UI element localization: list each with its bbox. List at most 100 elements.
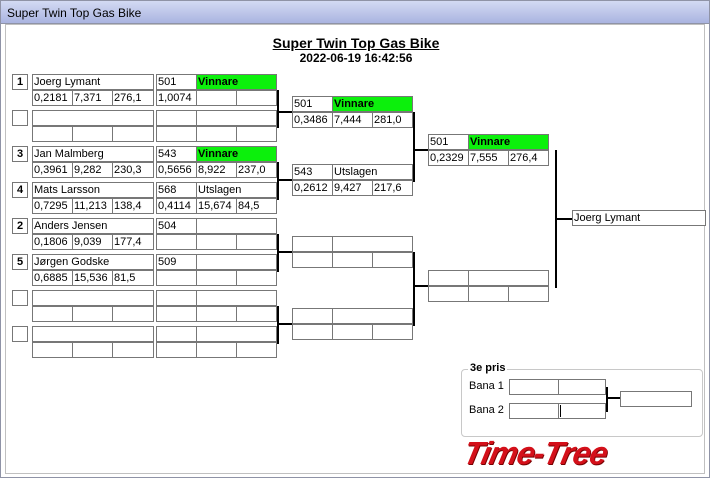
round2-number-field[interactable] [292,308,333,324]
round3-status-field[interactable] [468,270,549,286]
rider-stat-field[interactable]: 0,6885 [32,270,73,286]
heat-stat-field[interactable] [236,90,277,106]
heat-stat-field[interactable] [156,126,197,142]
round2-status-field[interactable]: Utslagen [332,164,413,180]
rider-stat-field[interactable]: 9,039 [72,234,113,250]
heat-stat-field[interactable]: 84,5 [236,198,277,214]
round3-number-field[interactable]: 501 [428,134,469,150]
round3-stat-field[interactable]: 276,4 [508,150,549,166]
rider-stat-field[interactable] [32,342,73,358]
heat-stat-field[interactable]: 0,4114 [156,198,197,214]
heat-stat-field[interactable] [196,306,237,322]
heat-stat-field[interactable] [196,90,237,106]
round3-status-field[interactable]: Vinnare [468,134,549,150]
lane1-field-b[interactable] [558,379,606,395]
round3-stat-field[interactable] [428,286,469,302]
rider-stat-field[interactable]: 0,2181 [32,90,73,106]
heat-stat-field[interactable] [236,270,277,286]
rider-stat-field[interactable]: 9,282 [72,162,113,178]
round2-status-field[interactable] [332,236,413,252]
heat-stat-field[interactable] [236,234,277,250]
round2-stat-field[interactable]: 281,0 [372,112,413,128]
heat-status-field[interactable] [196,218,277,234]
heat-status-field[interactable] [196,290,277,306]
heat-stat-field[interactable] [156,234,197,250]
round2-stat-field[interactable] [332,324,373,340]
heat-stat-field[interactable] [236,342,277,358]
lane2-field-b[interactable] [558,403,606,419]
bronze-winner-field[interactable] [620,391,692,407]
round2-number-field[interactable] [292,236,333,252]
heat-status-field[interactable] [196,110,277,126]
round2-stat-field[interactable]: 9,427 [332,180,373,196]
heat-status-field[interactable]: Utslagen [196,182,277,198]
rider-stat-field[interactable]: 177,4 [112,234,154,250]
rider-stat-field[interactable]: 81,5 [112,270,154,286]
heat-number-field[interactable]: 501 [156,74,197,90]
rider-name-field[interactable]: Jan Malmberg [32,146,154,162]
heat-status-field[interactable] [196,254,277,270]
heat-number-field[interactable]: 509 [156,254,197,270]
rider-stat-field[interactable] [112,306,154,322]
rider-stat-field[interactable]: 0,1806 [32,234,73,250]
round3-stat-field[interactable]: 7,555 [468,150,509,166]
rider-stat-field[interactable]: 15,536 [72,270,113,286]
heat-stat-field[interactable]: 15,674 [196,198,237,214]
heat-number-field[interactable]: 504 [156,218,197,234]
lane2-field-a[interactable] [509,403,559,419]
rider-name-field[interactable] [32,110,154,126]
heat-stat-field[interactable]: 0,5656 [156,162,197,178]
round2-stat-field[interactable]: 0,2612 [292,180,333,196]
round2-number-field[interactable]: 501 [292,96,333,112]
rider-stat-field[interactable]: 230,3 [112,162,154,178]
round2-stat-field[interactable] [372,252,413,268]
rider-stat-field[interactable] [72,342,113,358]
rider-name-field[interactable]: Mats Larsson [32,182,154,198]
rider-stat-field[interactable] [72,306,113,322]
rider-name-field[interactable] [32,290,154,306]
rider-stat-field[interactable]: 11,213 [72,198,113,214]
heat-number-field[interactable] [156,290,197,306]
rider-name-field[interactable]: Joerg Lymant [32,74,154,90]
rider-name-field[interactable]: Jørgen Godske [32,254,154,270]
round2-stat-field[interactable]: 0,3486 [292,112,333,128]
lane1-field-a[interactable] [509,379,559,395]
rider-stat-field[interactable] [32,306,73,322]
heat-stat-field[interactable] [236,306,277,322]
round2-stat-field[interactable]: 217,6 [372,180,413,196]
heat-stat-field[interactable] [156,270,197,286]
round3-number-field[interactable] [428,270,469,286]
heat-number-field[interactable] [156,326,197,342]
rider-stat-field[interactable] [72,126,113,142]
rider-stat-field[interactable]: 138,4 [112,198,154,214]
rider-stat-field[interactable]: 0,7295 [32,198,73,214]
heat-number-field[interactable]: 568 [156,182,197,198]
round3-stat-field[interactable]: 0,2329 [428,150,469,166]
heat-number-field[interactable] [156,110,197,126]
heat-stat-field[interactable]: 1,0074 [156,90,197,106]
heat-stat-field[interactable] [196,270,237,286]
heat-stat-field[interactable] [196,342,237,358]
round3-stat-field[interactable] [508,286,549,302]
round2-stat-field[interactable] [372,324,413,340]
rider-stat-field[interactable] [112,342,154,358]
round2-stat-field[interactable] [332,252,373,268]
heat-stat-field[interactable] [156,342,197,358]
heat-stat-field[interactable] [196,126,237,142]
rider-stat-field[interactable]: 0,3961 [32,162,73,178]
round2-stat-field[interactable] [292,324,333,340]
rider-stat-field[interactable] [112,126,154,142]
champion-field[interactable]: Joerg Lymant [572,210,706,226]
rider-stat-field[interactable] [32,126,73,142]
round2-stat-field[interactable]: 7,444 [332,112,373,128]
heat-status-field[interactable]: Vinnare [196,74,277,90]
round2-status-field[interactable] [332,308,413,324]
heat-stat-field[interactable] [196,234,237,250]
round2-status-field[interactable]: Vinnare [332,96,413,112]
round3-stat-field[interactable] [468,286,509,302]
round2-number-field[interactable]: 543 [292,164,333,180]
rider-stat-field[interactable]: 7,371 [72,90,113,106]
rider-name-field[interactable]: Anders Jensen [32,218,154,234]
heat-status-field[interactable] [196,326,277,342]
heat-stat-field[interactable] [156,306,197,322]
